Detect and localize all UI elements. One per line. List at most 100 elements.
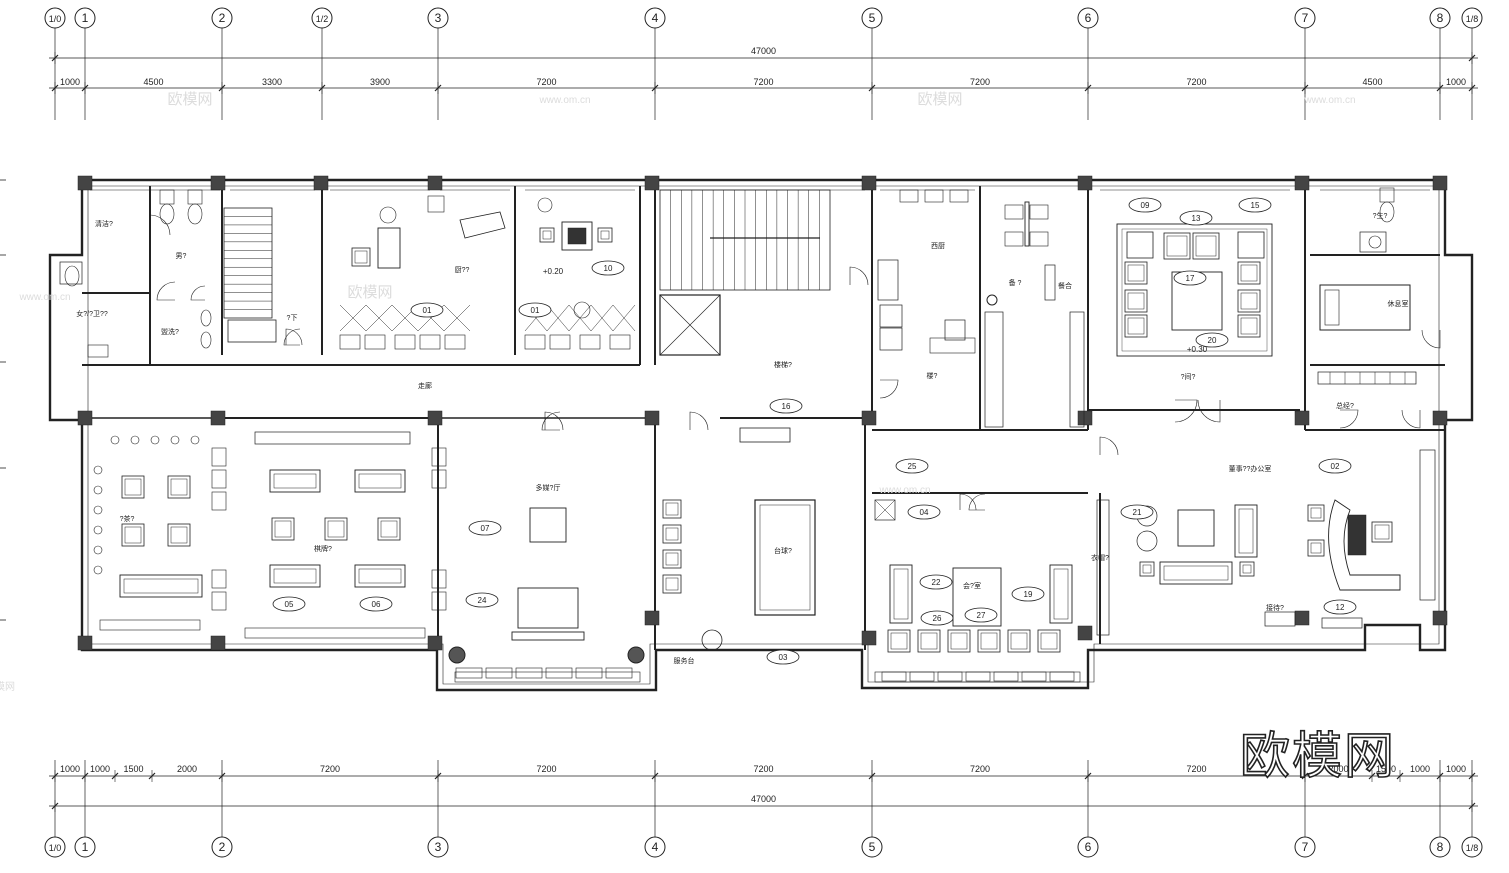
sofa-cushion: [273, 473, 317, 489]
tag-label: 24: [478, 596, 487, 605]
cabinet: [1264, 611, 1296, 627]
armchair-seat: [890, 632, 908, 650]
armchair: [351, 247, 371, 267]
wash-basin: [87, 344, 109, 358]
tag-bubble: [272, 596, 306, 612]
toilet-bowl: [187, 203, 203, 225]
door-swing: [149, 214, 171, 236]
tag-bubble: [907, 504, 941, 520]
structural-column: [644, 610, 660, 626]
tag-bubble: [410, 302, 444, 318]
watermark-text: www.om.cn: [878, 485, 930, 496]
watermark-text: 欧模网: [347, 284, 392, 301]
door-swing: [190, 285, 206, 301]
sofa-cushion: [123, 578, 199, 594]
dining-chair: [1004, 231, 1024, 247]
watermark-text: 欧模网: [0, 681, 15, 693]
sofa: [119, 574, 203, 598]
wall-light: [93, 525, 103, 535]
door-swing: [849, 266, 869, 286]
window-seat: [909, 671, 935, 682]
shelf-x: [339, 304, 367, 332]
tag-label: 01: [531, 306, 540, 315]
tag-bubble: [1238, 197, 1272, 213]
dimension-label: 7200: [536, 77, 556, 87]
dimension-label: 7200: [320, 764, 340, 774]
kitchen-cabinet: [899, 189, 919, 203]
shelf-x: [546, 304, 570, 332]
table: [1024, 201, 1030, 247]
axis-label-bottom: 5: [869, 840, 876, 854]
armchair: [662, 524, 682, 544]
window-seat: [485, 667, 513, 679]
armchair: [1124, 289, 1148, 313]
tag-bubble: [920, 610, 954, 626]
armchair-seat: [665, 577, 679, 591]
door-swing: [544, 411, 564, 431]
tag-label: 05: [285, 600, 294, 609]
armchair: [1007, 629, 1031, 653]
tag-bubble: [465, 592, 499, 608]
armchair: [662, 499, 682, 519]
toilet-seat: [64, 265, 80, 287]
wash-basin: [1368, 235, 1382, 249]
axis-label-bottom: 2: [219, 840, 226, 854]
armchair-seat: [920, 632, 938, 650]
ceiling-light: [110, 435, 120, 445]
room-label: 盥洗?: [161, 327, 179, 336]
bar-counter: [1044, 264, 1056, 301]
window-sill: [99, 619, 201, 631]
room-label: 厨??: [455, 266, 470, 274]
wardrobe: [1317, 371, 1417, 385]
pillow: [1324, 289, 1340, 326]
display-cabinet: [339, 334, 361, 350]
room-label: ?下: [287, 314, 298, 322]
axis-label-top: 1/2: [316, 14, 329, 24]
table: [952, 567, 1002, 627]
plant-pot: [627, 646, 645, 664]
armchair: [539, 227, 555, 243]
tag-label: 19: [1024, 590, 1033, 599]
stove: [879, 304, 903, 328]
armchair: [977, 629, 1001, 653]
lounge-chair: [1136, 530, 1158, 552]
billiard-table: [754, 499, 816, 616]
sofa: [354, 564, 406, 588]
toilet: [59, 261, 83, 285]
structural-column: [1077, 175, 1093, 191]
watermark-text: 欧模网: [167, 91, 212, 108]
tv-console: [517, 587, 579, 629]
ceiling-light: [130, 435, 140, 445]
window-seat: [881, 671, 907, 682]
tag-label: 04: [920, 508, 929, 517]
shelf-x: [590, 304, 614, 332]
door-swing: [285, 328, 303, 346]
room-label: 清洁?: [95, 219, 113, 228]
armchair-seat: [980, 632, 998, 650]
axis-label-top: 1: [82, 11, 89, 25]
cabinet-x: [874, 499, 896, 521]
armchair: [1237, 261, 1261, 285]
dimension-label: 7200: [1186, 77, 1206, 87]
armchair: [1237, 289, 1261, 313]
door-swing: [156, 281, 176, 301]
tag-label: 16: [782, 402, 791, 411]
executive-desk: [1328, 499, 1401, 591]
structural-column: [313, 175, 329, 191]
tag-label: 15: [1251, 201, 1260, 210]
structural-column: [1294, 610, 1310, 626]
meeting-room-carpet-inner: [1121, 228, 1268, 352]
plant: [379, 206, 397, 224]
armchair: [167, 523, 191, 547]
armchair-seat: [170, 478, 188, 496]
tag-label: 25: [908, 462, 917, 471]
armchair-seat: [1240, 292, 1258, 310]
sofa: [269, 564, 321, 588]
tag-bubble: [1323, 599, 1357, 615]
tag-bubble: [766, 649, 800, 665]
armchair: [377, 517, 401, 541]
dimension-label: 7200: [753, 764, 773, 774]
window-seat: [937, 671, 963, 682]
room-label: 衣帽?: [1091, 553, 1109, 562]
room-label: 西厨: [931, 242, 945, 250]
